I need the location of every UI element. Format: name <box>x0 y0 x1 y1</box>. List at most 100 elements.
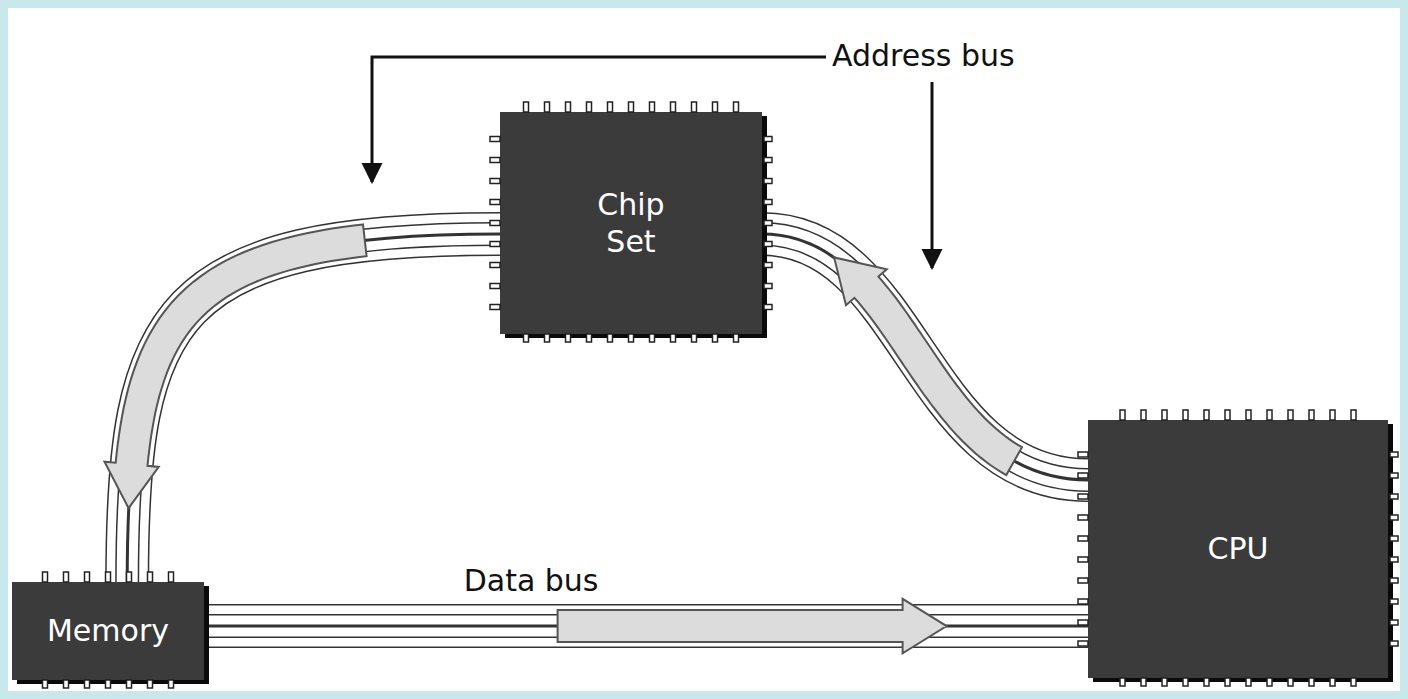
pin <box>764 284 772 289</box>
pin <box>1309 410 1314 420</box>
pin <box>1120 410 1125 420</box>
pin <box>1204 410 1209 420</box>
pin <box>1078 641 1088 646</box>
bus-wire <box>127 234 500 582</box>
pin-row <box>488 100 774 346</box>
pin <box>1246 678 1251 686</box>
pin <box>148 680 153 688</box>
pin <box>1390 578 1398 583</box>
bus-ribbon <box>204 599 1088 653</box>
bus-wire <box>127 234 500 582</box>
pin <box>1078 536 1088 541</box>
bus-wire <box>762 234 1088 480</box>
pin <box>1225 410 1230 420</box>
chip-name: Memory <box>47 612 169 650</box>
bus-wire <box>762 234 1088 480</box>
pin <box>629 102 634 112</box>
pin <box>1390 557 1398 562</box>
pin <box>524 334 529 342</box>
pin <box>490 179 500 184</box>
chip-package: Chip Set <box>500 112 762 334</box>
chip-package: CPU <box>1088 420 1388 678</box>
pin <box>671 334 676 342</box>
pin <box>1078 557 1088 562</box>
pin <box>1351 410 1356 420</box>
pin <box>1120 678 1125 686</box>
pin <box>43 572 48 582</box>
pin <box>1330 678 1335 686</box>
pin <box>650 334 655 342</box>
callout-label: Address bus <box>828 38 1019 73</box>
pin <box>490 263 500 268</box>
pin <box>608 102 613 112</box>
pin <box>764 158 772 163</box>
pin <box>764 305 772 310</box>
pin <box>587 334 592 342</box>
pin <box>1078 620 1088 625</box>
pin <box>169 572 174 582</box>
pin <box>490 221 500 226</box>
pin <box>1162 678 1167 686</box>
leader-line <box>931 82 934 268</box>
pin <box>490 137 500 142</box>
flow-arrow <box>558 599 947 653</box>
pin <box>64 680 69 688</box>
bus-wire <box>127 234 500 582</box>
bus-ribbon <box>762 234 1088 480</box>
pin <box>734 102 739 112</box>
pin <box>1390 515 1398 520</box>
pin <box>764 179 772 184</box>
pin <box>629 334 634 342</box>
pin <box>764 242 772 247</box>
pin <box>1330 410 1335 420</box>
pin <box>1267 410 1272 420</box>
pin <box>764 221 772 226</box>
pin <box>1309 678 1314 686</box>
pin <box>566 334 571 342</box>
bus-wire <box>762 234 1088 480</box>
pin <box>85 572 90 582</box>
chip-package: Memory <box>12 582 204 680</box>
bus-wire <box>127 234 500 582</box>
pin <box>1351 678 1356 686</box>
pin <box>1162 410 1167 420</box>
pin <box>608 334 613 342</box>
pin <box>713 102 718 112</box>
chip-name: CPU <box>1208 530 1269 568</box>
pin <box>85 680 90 688</box>
pin <box>127 572 132 582</box>
pin <box>692 334 697 342</box>
pin <box>1183 678 1188 686</box>
pin <box>1204 678 1209 686</box>
pin <box>764 263 772 268</box>
pin <box>1390 473 1398 478</box>
pin <box>1288 410 1293 420</box>
bus-wire <box>762 234 1088 480</box>
pin <box>1078 494 1088 499</box>
pin <box>713 334 718 342</box>
pin <box>524 102 529 112</box>
pin <box>490 305 500 310</box>
pin <box>1390 620 1398 625</box>
pin <box>1078 452 1088 457</box>
pin <box>148 572 153 582</box>
pin <box>1078 599 1088 604</box>
bus-label: Data bus <box>460 563 603 598</box>
pin <box>1390 494 1398 499</box>
pin <box>1390 599 1398 604</box>
pin <box>169 680 174 688</box>
pin <box>545 334 550 342</box>
pin <box>1078 473 1088 478</box>
pin <box>650 102 655 112</box>
flow-arrow <box>834 257 1022 475</box>
pin <box>764 200 772 205</box>
pin <box>43 680 48 688</box>
pin <box>1141 410 1146 420</box>
pin <box>106 680 111 688</box>
bus-wire <box>762 234 1088 480</box>
pin <box>1183 410 1188 420</box>
pin <box>106 572 111 582</box>
pin <box>490 242 500 247</box>
flow-arrow <box>105 224 367 508</box>
pin <box>764 137 772 142</box>
